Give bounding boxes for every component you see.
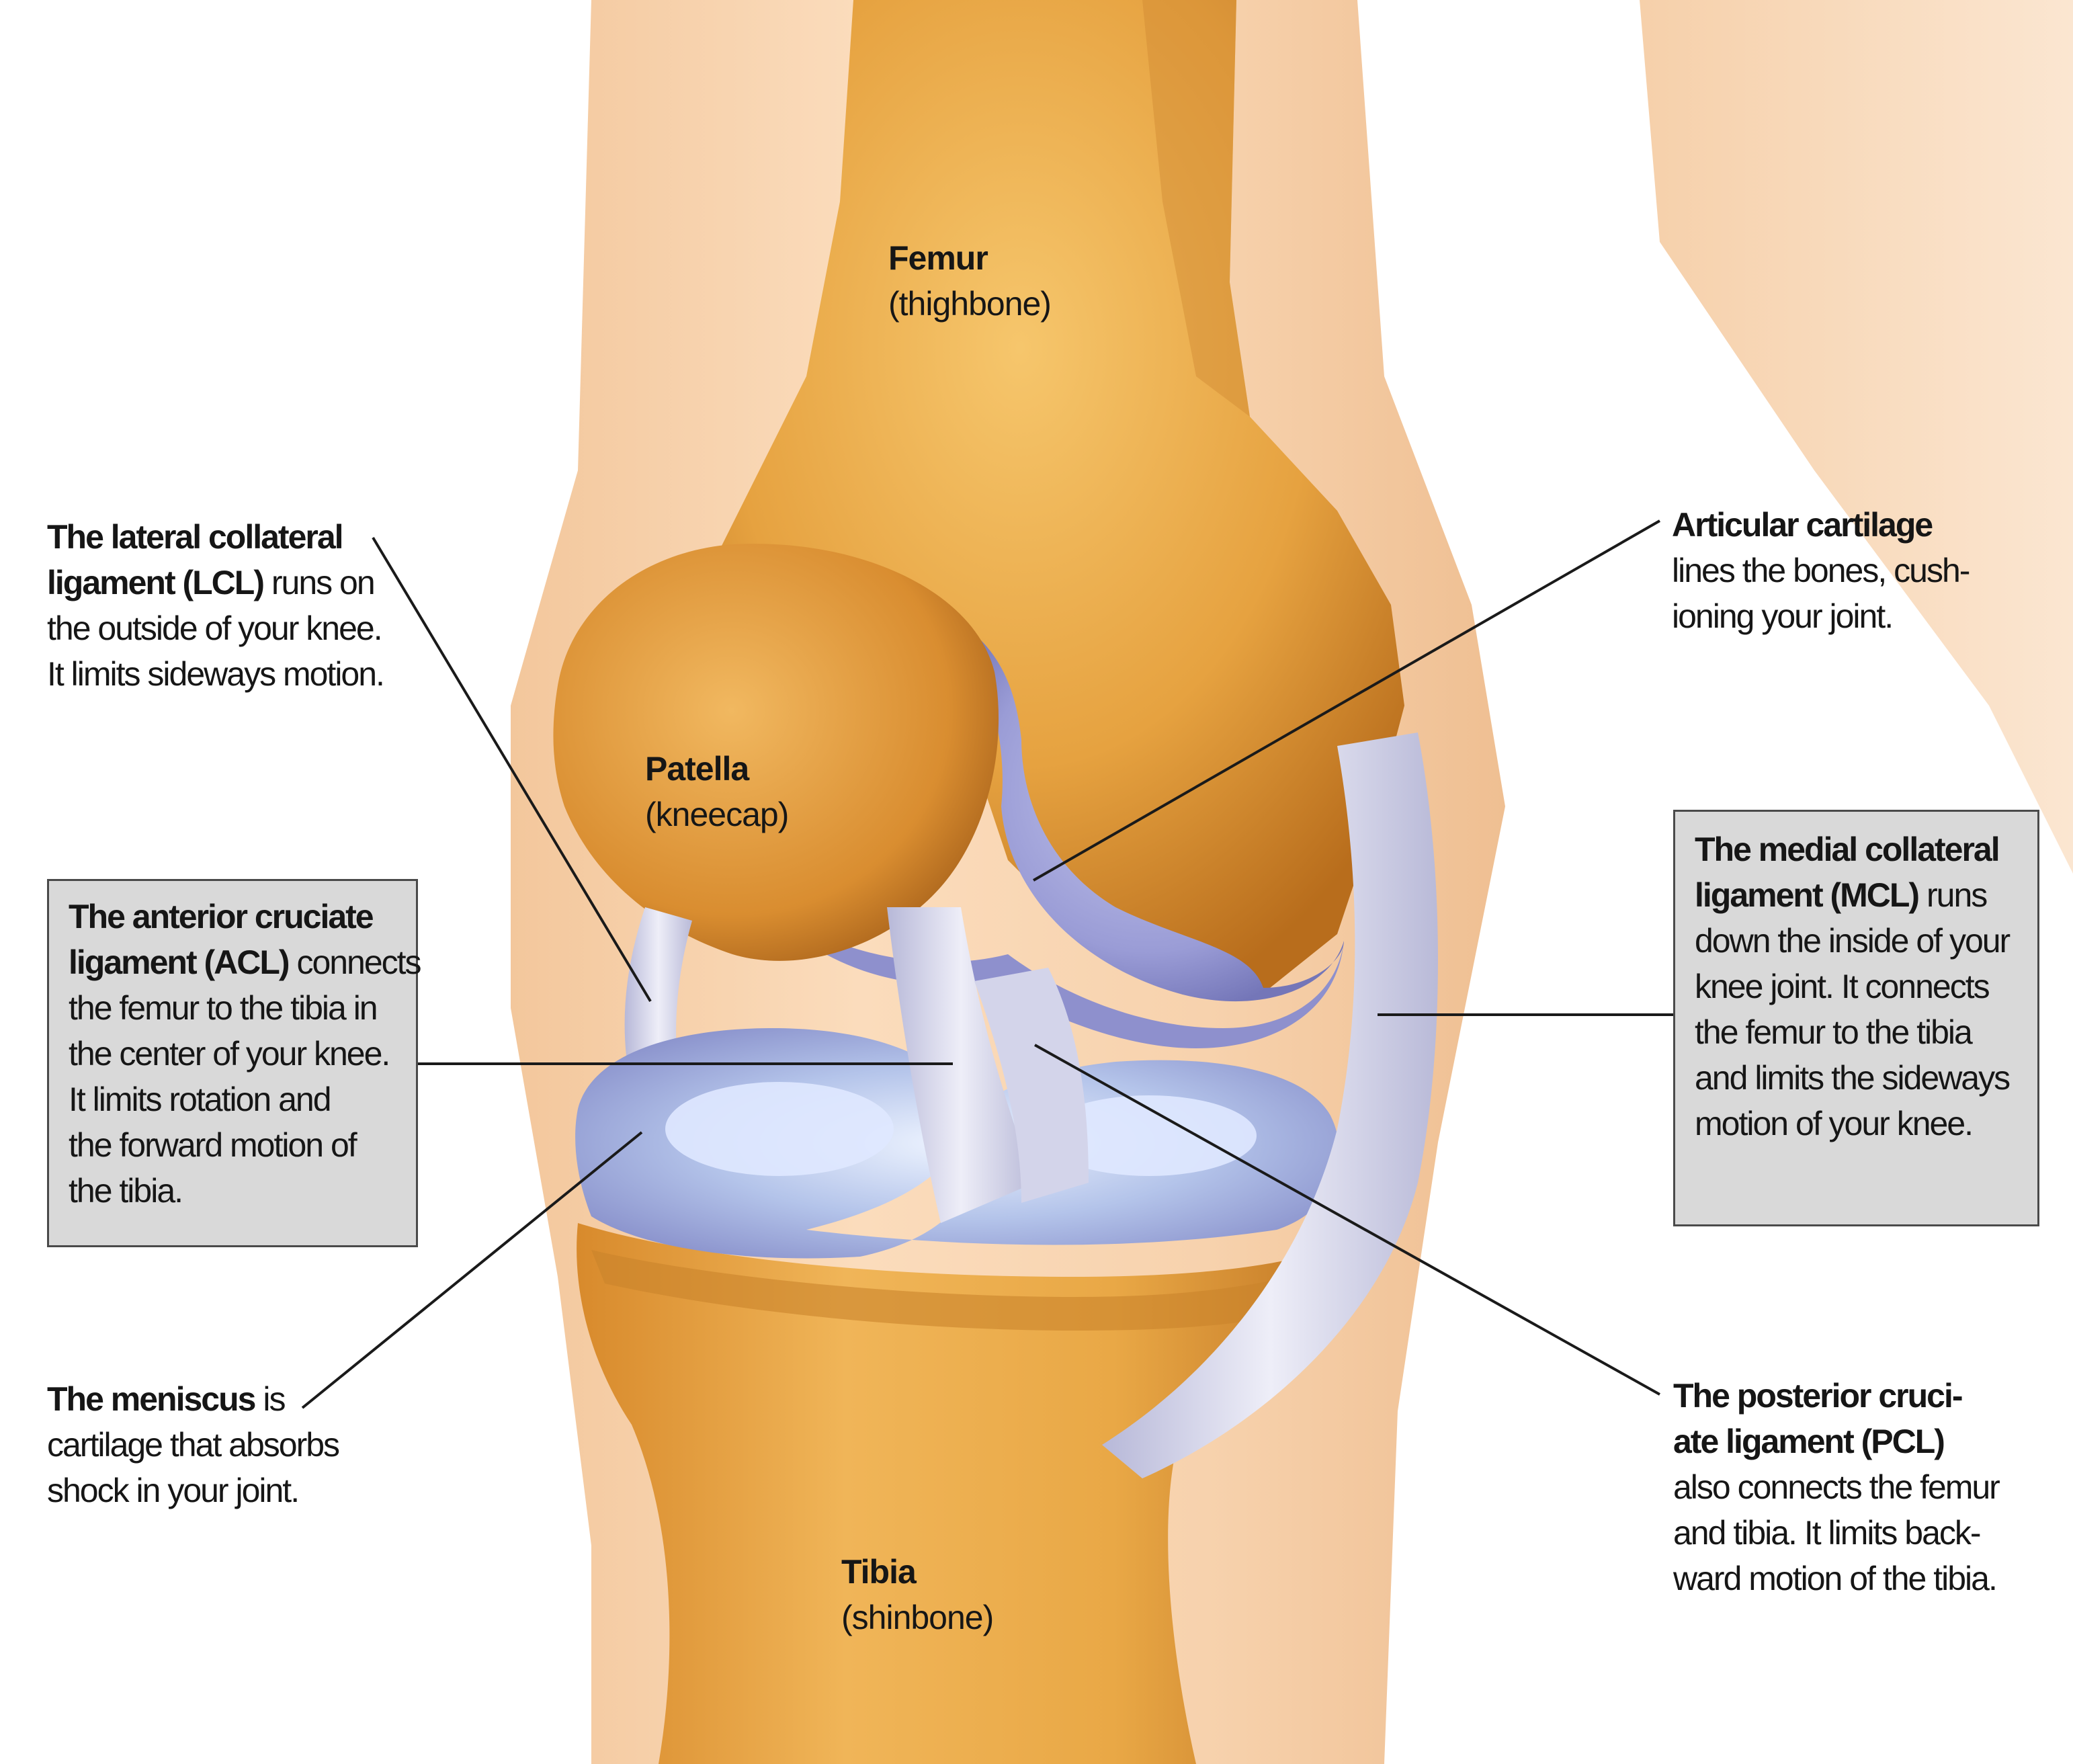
pcl-title-line-1: The posterior cruci- (1673, 1377, 1963, 1415)
lcl-inline-text: runs on (263, 564, 376, 601)
tibia-common-name: (shinbone) (841, 1599, 994, 1636)
pcl-body-line-2: and tibia. It limits back- (1673, 1514, 1982, 1552)
femur-shading (1142, 0, 1250, 417)
cartilage-body-line-2: ioning your joint. (1672, 597, 1894, 635)
acl-shape (887, 907, 1035, 1223)
mcl-body-line-4: and limits the sideways (1695, 1059, 2011, 1097)
acl-inline-text: connects (288, 943, 421, 981)
acl-title-line-1: The anterior cruciate (69, 898, 374, 935)
acl-body-line-1: the femur to the tibia in (69, 989, 378, 1027)
patella-label: Patella (kneecap) (645, 746, 789, 837)
acl-title-line-2: ligament (ACL) (69, 943, 290, 981)
tibia-plateau-shade (591, 1250, 1337, 1331)
medial-meniscus-hollow (665, 1082, 894, 1176)
pcl-body-line-3: ward motion of the tibia. (1673, 1560, 1998, 1597)
femur-shape (706, 0, 1404, 995)
pcl-shape (974, 968, 1089, 1203)
meniscus-callout: The meniscus is cartilage that absorbs s… (47, 1376, 340, 1513)
lateral-meniscus-hollow (1042, 1095, 1257, 1176)
acl-body-line-4: the forward motion of (69, 1126, 357, 1164)
mcl-callout-box (1673, 810, 2039, 1226)
patella-shape (553, 544, 999, 961)
lcl-body-line-1: the outside of your knee. (47, 610, 383, 647)
patella-common-name: (kneecap) (645, 796, 789, 833)
lcl-title-line-2: ligament (LCL) (47, 564, 265, 601)
lcl-title-line-1: The lateral collateral (47, 518, 344, 556)
patella-name: Patella (645, 750, 749, 788)
pcl-title-line-2: ate ligament (PCL) (1673, 1423, 1945, 1460)
mcl-shape (1102, 732, 1438, 1478)
mcl-callout: The medial collateral ligament (MCL) run… (1695, 827, 2011, 1146)
lcl-body-line-2: It limits sideways motion. (47, 655, 385, 693)
meniscus-inline-text: is (255, 1380, 286, 1418)
cartilage-leader (1033, 519, 1660, 882)
mcl-title-line-2: ligament (MCL) (1695, 876, 1920, 914)
femur-common-name: (thighbone) (888, 285, 1052, 323)
lcl-callout: The lateral collateral ligament (LCL) ru… (47, 514, 385, 697)
femur-name: Femur (888, 239, 988, 277)
acl-body-line-5: the tibia. (69, 1172, 183, 1210)
lcl-leader (372, 536, 652, 1003)
meniscus-leader (301, 1131, 643, 1409)
tibia-name: Tibia (841, 1553, 917, 1591)
meniscus-body-line-1: cartilage that absorbs (47, 1426, 340, 1464)
pcl-leader (1034, 1044, 1660, 1396)
meniscus-title: The meniscus (47, 1380, 256, 1418)
skin-far-leg (1640, 0, 2073, 874)
pcl-callout: The posterior cruci- ate ligament (PCL) … (1673, 1373, 2000, 1601)
acl-callout-box (47, 879, 418, 1247)
mcl-body-line-1: down the inside of your (1695, 922, 2011, 960)
leader-lines (301, 519, 1673, 1409)
femur-label: Femur (thighbone) (888, 235, 1052, 327)
articular-cartilage-shape (954, 618, 1344, 1002)
mcl-title-line-1: The medial collateral (1695, 831, 2000, 868)
mcl-inline-text: runs (1918, 876, 1988, 914)
acl-callout: The anterior cruciate ligament (ACL) con… (69, 894, 422, 1214)
mcl-body-line-3: the femur to the tibia (1695, 1013, 1973, 1051)
cartilage-body-line-1: lines the bones, cush- (1672, 552, 1970, 589)
tibia-label: Tibia (shinbone) (841, 1549, 994, 1640)
acl-body-line-3: It limits rotation and (69, 1081, 332, 1118)
cartilage-callout: Articular cartilage lines the bones, cus… (1672, 502, 1970, 639)
cartilage-title: Articular cartilage (1672, 506, 1933, 544)
meniscus-body-line-2: shock in your joint. (47, 1472, 300, 1509)
tibia-shape (577, 1223, 1344, 1764)
pcl-body-line-1: also connects the femur (1673, 1468, 2000, 1506)
mcl-body-line-2: knee joint. It connects (1695, 968, 1990, 1005)
acl-body-line-2: the center of your knee. (69, 1035, 390, 1073)
mcl-body-line-5: motion of your knee. (1695, 1105, 1974, 1142)
